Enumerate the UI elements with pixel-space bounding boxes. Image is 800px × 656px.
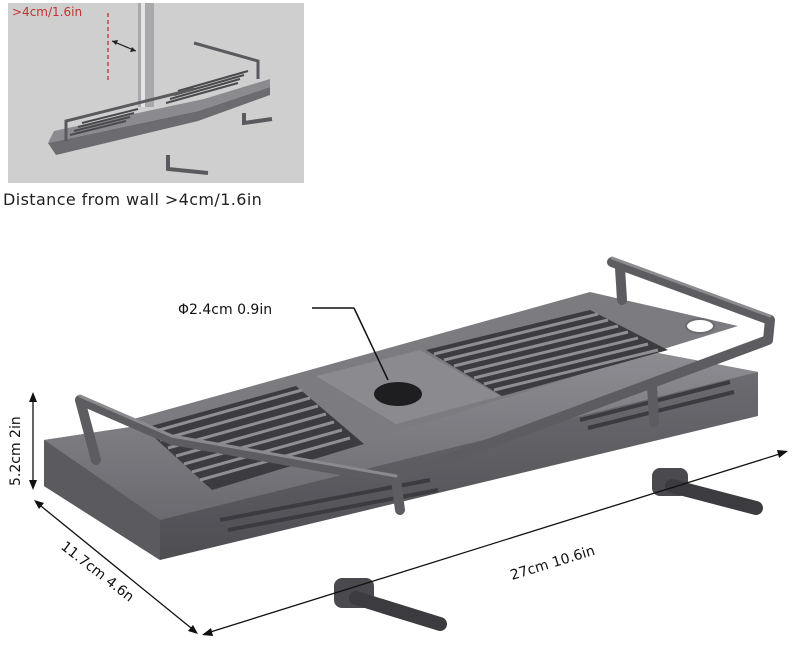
pole-hole bbox=[374, 382, 422, 406]
inset-photo: >4cm/1.6in bbox=[8, 3, 304, 183]
pole-diameter-label: Φ2.4cm 0.9in bbox=[178, 302, 272, 318]
length-dimension-line bbox=[203, 451, 787, 635]
height-label: 5.2cm 2in bbox=[8, 416, 24, 486]
depth-label: 11.7cm 4.6n bbox=[58, 539, 137, 606]
hook-left bbox=[334, 578, 447, 631]
guard-rail bbox=[75, 257, 775, 515]
depth-dimension-line bbox=[35, 501, 197, 633]
inset-distance-label: >4cm/1.6in bbox=[12, 5, 83, 19]
shelf-top bbox=[130, 292, 738, 490]
inset-illustration bbox=[8, 3, 304, 183]
hook-right bbox=[652, 468, 763, 515]
length-label: 27cm 10.6in bbox=[508, 543, 596, 584]
wall-distance-caption: Distance from wall >4cm/1.6in bbox=[3, 190, 263, 209]
